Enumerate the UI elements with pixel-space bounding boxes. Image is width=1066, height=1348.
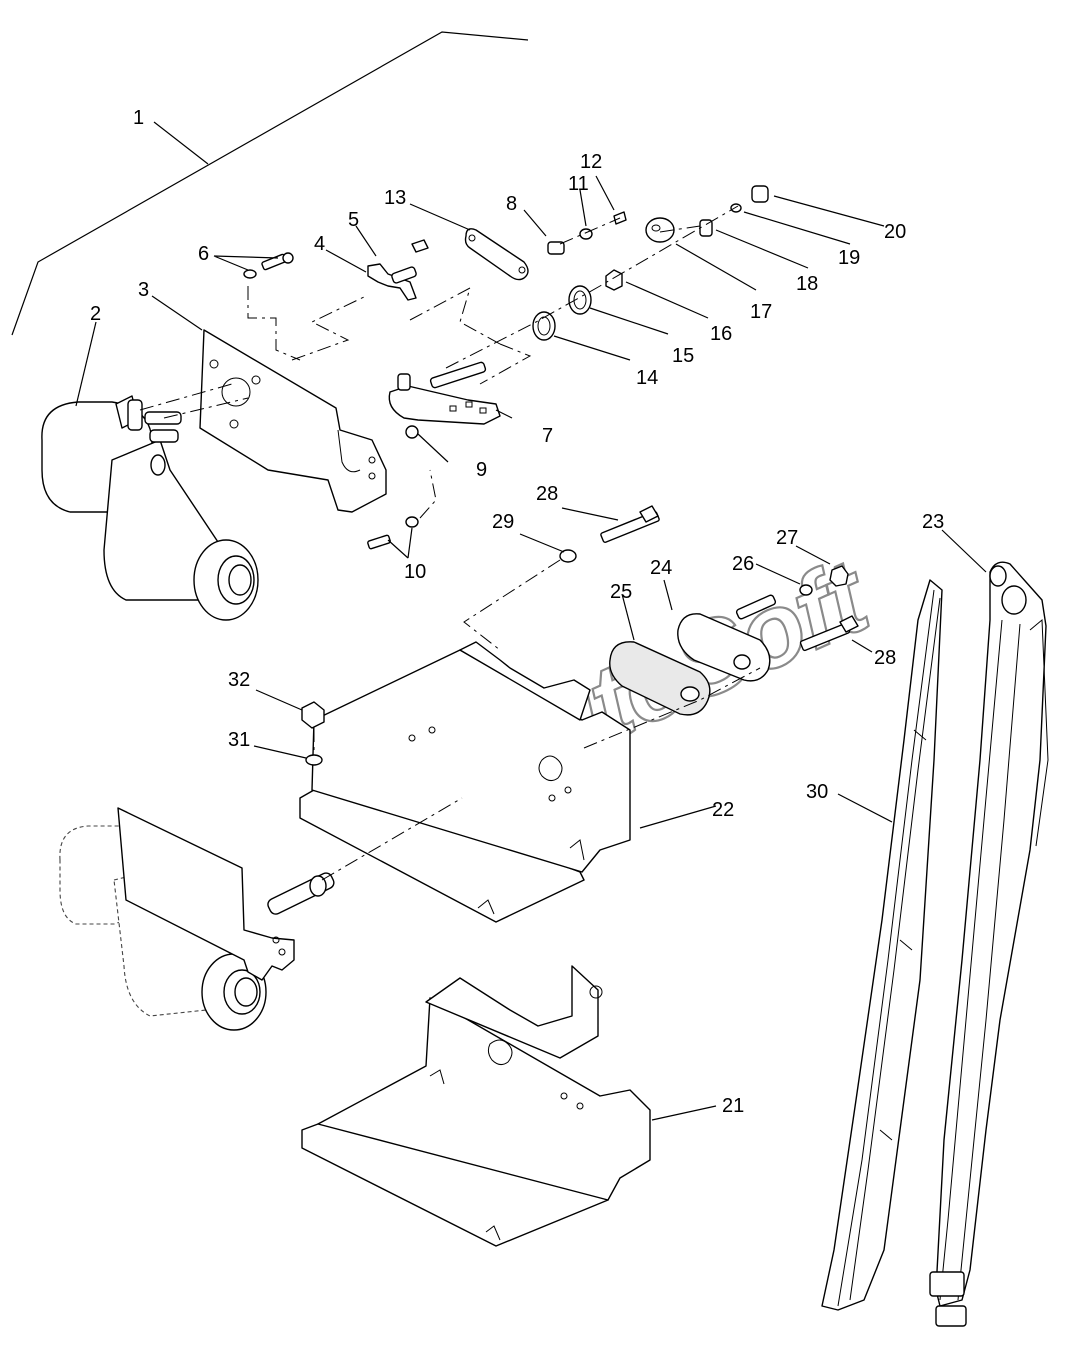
callout-17: 17 xyxy=(750,301,772,323)
wiper-arm-23 xyxy=(929,561,1049,1327)
callout-28-top: 28 xyxy=(536,483,558,505)
nut-32-washer-31 xyxy=(301,701,325,766)
callout-23: 23 xyxy=(922,511,944,533)
leader-lines xyxy=(75,121,987,1121)
washers-14-15-nut-16 xyxy=(532,269,623,341)
hardware-17-20 xyxy=(645,185,769,243)
washer-29 xyxy=(559,549,577,563)
callout-25: 25 xyxy=(610,581,632,603)
callout-11: 11 xyxy=(568,173,589,195)
drive-arm xyxy=(388,361,501,425)
callout-20: 20 xyxy=(884,221,906,243)
callout-2: 2 xyxy=(90,303,101,325)
callout-8: 8 xyxy=(506,193,517,215)
callout-30: 30 xyxy=(806,781,828,803)
wiper-motor-upper xyxy=(41,395,259,621)
callout-1: 1 xyxy=(133,107,144,129)
alignment-lines xyxy=(139,205,761,881)
callout-12: 12 xyxy=(580,151,602,173)
callout-7: 7 xyxy=(542,425,553,447)
callout-28-right: 28 xyxy=(874,647,896,669)
screws-28 xyxy=(600,505,859,652)
callout-15: 15 xyxy=(672,345,694,367)
callout-27: 27 xyxy=(776,527,798,549)
callout-4: 4 xyxy=(314,233,325,255)
wiper-motor-lower xyxy=(59,807,335,1031)
callout-14: 14 xyxy=(636,367,658,389)
hardware-8-11-12 xyxy=(547,211,627,255)
screw-10 xyxy=(367,516,419,550)
callout-31: 31 xyxy=(228,729,250,751)
base-bracket-22 xyxy=(299,641,631,923)
callout-22: 22 xyxy=(712,799,734,821)
wiper-blade-30 xyxy=(821,579,943,1311)
base-bracket-21 xyxy=(301,965,651,1247)
panel-outline xyxy=(11,31,529,336)
callout-26: 26 xyxy=(732,553,754,575)
small-bracket xyxy=(367,239,429,301)
callout-3: 3 xyxy=(138,279,149,301)
plate-24 xyxy=(677,594,777,682)
callout-13: 13 xyxy=(384,187,406,209)
callout-32: 32 xyxy=(228,669,250,691)
callout-21: 21 xyxy=(722,1095,744,1117)
callout-24: 24 xyxy=(650,557,672,579)
callout-29: 29 xyxy=(492,511,514,533)
motor-bracket-upper xyxy=(199,329,387,513)
callout-18: 18 xyxy=(796,273,818,295)
callout-numbers: 1 2 3 4 5 6 7 8 9 10 11 12 13 14 15 16 1… xyxy=(90,107,944,1117)
callout-16: 16 xyxy=(710,323,732,345)
callout-6: 6 xyxy=(198,243,209,265)
callout-9: 9 xyxy=(476,459,487,481)
nut-9 xyxy=(405,425,419,439)
gasket-25 xyxy=(609,641,711,716)
callout-10: 10 xyxy=(404,561,426,583)
washer-26-nut-27 xyxy=(799,565,849,596)
callout-5: 5 xyxy=(348,209,359,231)
callout-19: 19 xyxy=(838,247,860,269)
link-plate xyxy=(464,228,529,281)
